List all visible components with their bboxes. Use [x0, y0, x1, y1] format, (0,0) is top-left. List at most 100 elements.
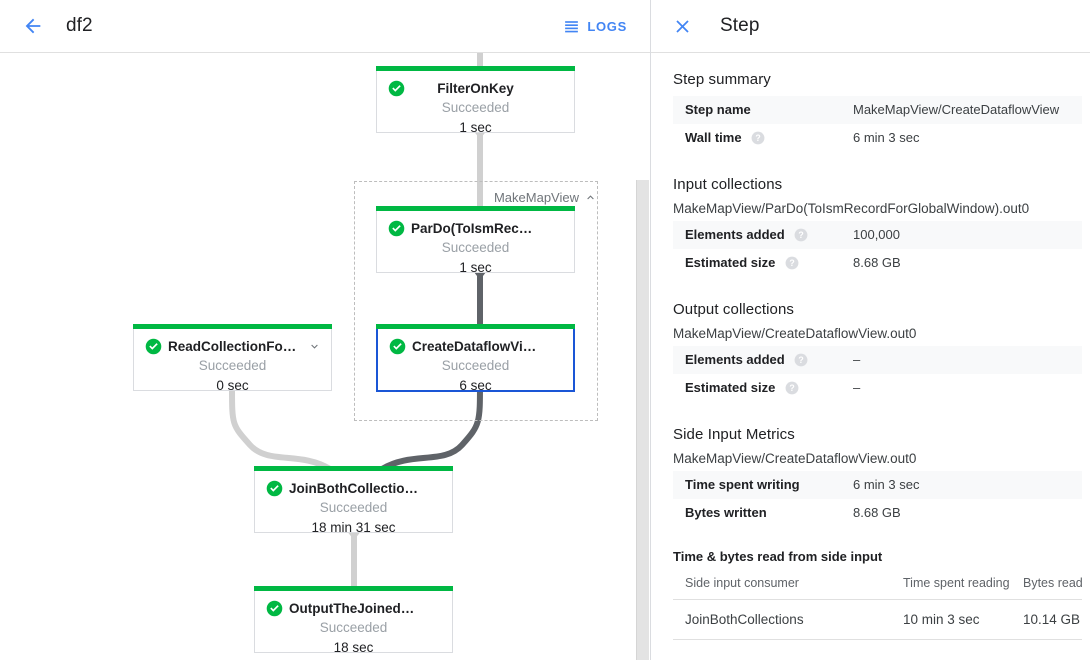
step-detail-header: Step: [651, 0, 1090, 53]
node-status: Succeeded: [441, 240, 510, 255]
side-input-read-heading: Time & bytes read from side input: [673, 549, 883, 564]
svg-text:?: ?: [799, 355, 804, 365]
check-circle-icon: [388, 220, 405, 237]
row-key: Elements added ?: [673, 346, 841, 374]
node-name: CreateDataflowView: [412, 339, 541, 354]
table-row: Step name MakeMapView/CreateDataflowView: [673, 96, 1082, 124]
composite-makemapview-label[interactable]: MakeMapView: [494, 190, 597, 205]
node-name: JoinBothCollections: [289, 481, 421, 496]
node-time: 6 sec: [459, 378, 492, 393]
graph-node-filteronkey[interactable]: FilterOnKey Succeeded 1 sec: [376, 66, 575, 135]
graph-node-readcollectionforjoin[interactable]: ReadCollectionForJoin Succeeded 0 sec: [133, 324, 332, 393]
node-time: 1 sec: [459, 260, 492, 275]
check-circle-icon: [266, 480, 283, 497]
graph-node-pardo-toismrecord[interactable]: ParDo(ToIsmRecordFor…) Succeeded 1 sec: [376, 206, 575, 275]
row-key: Time spent writing: [685, 477, 800, 492]
table-row: JoinBothCollections 10 min 3 sec 10.14 G…: [673, 599, 1082, 640]
side-input-metrics-heading: Side Input Metrics: [673, 426, 795, 443]
node-body: FilterOnKey Succeeded 1 sec: [377, 71, 574, 135]
row-key: Step name: [685, 102, 751, 117]
help-icon[interactable]: ?: [785, 256, 799, 270]
output-collection-name: MakeMapView/CreateDataflowView.out0: [673, 326, 917, 341]
step-detail-title: Step: [720, 15, 760, 36]
input-collection-name: MakeMapView/ParDo(ToIsmRecordForGlobalWi…: [673, 201, 1030, 216]
column-header-consumer[interactable]: Side input consumer: [673, 568, 891, 600]
node-status: Succeeded: [319, 500, 388, 515]
node-name: ParDo(ToIsmRecordFor…): [411, 221, 574, 236]
node-body: CreateDataflowView Succeeded 6 sec: [378, 329, 573, 393]
edge-create-to-join: [380, 382, 483, 472]
node-time: 18 min 31 sec: [311, 520, 396, 535]
node-name: OutputTheJoinedCollec…: [289, 601, 452, 616]
row-key: Estimated size ?: [673, 249, 841, 277]
logs-button[interactable]: LOGS: [555, 12, 635, 41]
composite-makemapview[interactable]: [354, 181, 598, 421]
row-value: 8.68 GB: [853, 505, 901, 520]
job-graph-pane: df2 LOGS: [0, 0, 651, 660]
node-status-bar: [376, 66, 575, 71]
list-icon: [565, 20, 579, 32]
svg-text:?: ?: [789, 258, 794, 268]
help-icon[interactable]: ?: [785, 381, 799, 395]
help-icon[interactable]: ?: [794, 353, 808, 367]
node-time: 18 sec: [333, 640, 374, 655]
row-value: –: [853, 352, 861, 367]
table-row: Elements added ? 100,000: [673, 221, 1082, 249]
table-row: Estimated size ? 8.68 GB: [673, 249, 1082, 277]
graph-toolbar: df2 LOGS: [0, 0, 650, 53]
help-icon[interactable]: ?: [751, 131, 765, 145]
check-circle-icon: [145, 338, 162, 355]
node-name: ReadCollectionForJoin: [168, 339, 316, 354]
column-header-bytes[interactable]: Bytes read: [1011, 568, 1083, 600]
row-key-label: Estimated size: [685, 380, 776, 395]
side-input-metrics-table: Time spent writing 6 min 3 sec Bytes wri…: [673, 471, 1082, 527]
node-status: Succeeded: [441, 100, 510, 115]
graph-scrollbar-thumb[interactable]: [636, 180, 649, 660]
node-time: 0 sec: [216, 378, 249, 393]
output-collections-heading: Output collections: [673, 301, 795, 318]
close-button[interactable]: [667, 11, 697, 41]
input-collections-table: Elements added ? 100,000 Estimated size …: [673, 221, 1082, 277]
table-row: Estimated size ? –: [673, 374, 1082, 402]
chevron-down-icon[interactable]: [308, 340, 321, 353]
svg-text:?: ?: [756, 133, 761, 143]
table-header-row: Side input consumer Time spent reading B…: [673, 568, 1083, 600]
composite-label-text: MakeMapView: [493, 190, 579, 205]
node-status-bar: [133, 324, 332, 329]
back-button[interactable]: [16, 9, 50, 43]
step-summary-heading: Step summary: [673, 71, 771, 88]
check-circle-icon: [389, 338, 406, 355]
graph-canvas[interactable]: MakeMapView FilterOnKey Succeeded 1 sec: [0, 53, 650, 660]
row-key-label: Elements added: [685, 227, 785, 242]
column-header-time[interactable]: Time spent reading: [891, 568, 1011, 600]
node-body: ParDo(ToIsmRecordFor…) Succeeded 1 sec: [377, 211, 574, 275]
node-status-bar: [376, 324, 575, 329]
chevron-up-icon: [587, 195, 594, 200]
step-detail-body: Step summary Step name MakeMapView/Creat…: [651, 53, 1090, 660]
table-row: Wall time ? 6 min 3 sec: [673, 124, 1082, 152]
table-row: Time spent writing 6 min 3 sec: [673, 471, 1082, 499]
table-body: JoinBothCollections 10 min 3 sec 10.14 G…: [673, 599, 1082, 640]
step-detail-pane: Step Step summary Step name MakeMapView/…: [651, 0, 1090, 660]
row-key: Wall time ?: [673, 124, 841, 152]
node-status: Succeeded: [198, 358, 267, 373]
node-status-bar: [254, 466, 453, 471]
arrow-left-icon: [25, 18, 41, 34]
node-status: Succeeded: [441, 358, 510, 373]
help-icon[interactable]: ?: [794, 228, 808, 242]
node-body: JoinBothCollections Succeeded 18 min 31 …: [255, 471, 452, 535]
node-status-bar: [376, 206, 575, 211]
graph-node-createdataflowview[interactable]: CreateDataflowView Succeeded 6 sec: [376, 324, 575, 393]
table-head: Side input consumer Time spent reading B…: [673, 568, 1083, 600]
edge-read-to-join: [229, 386, 332, 472]
logs-label: LOGS: [587, 18, 627, 34]
graph-node-joinbothcollections[interactable]: JoinBothCollections Succeeded 18 min 31 …: [254, 466, 453, 535]
node-status: Succeeded: [319, 620, 388, 635]
row-value: 100,000: [853, 227, 900, 242]
svg-text:?: ?: [799, 230, 804, 240]
input-collections-heading: Input collections: [673, 176, 783, 193]
node-status-bar: [254, 586, 453, 591]
row-key-label: Estimated size: [685, 255, 776, 270]
graph-node-outputthejoinedcollection[interactable]: OutputTheJoinedCollec… Succeeded 18 sec: [254, 586, 453, 655]
